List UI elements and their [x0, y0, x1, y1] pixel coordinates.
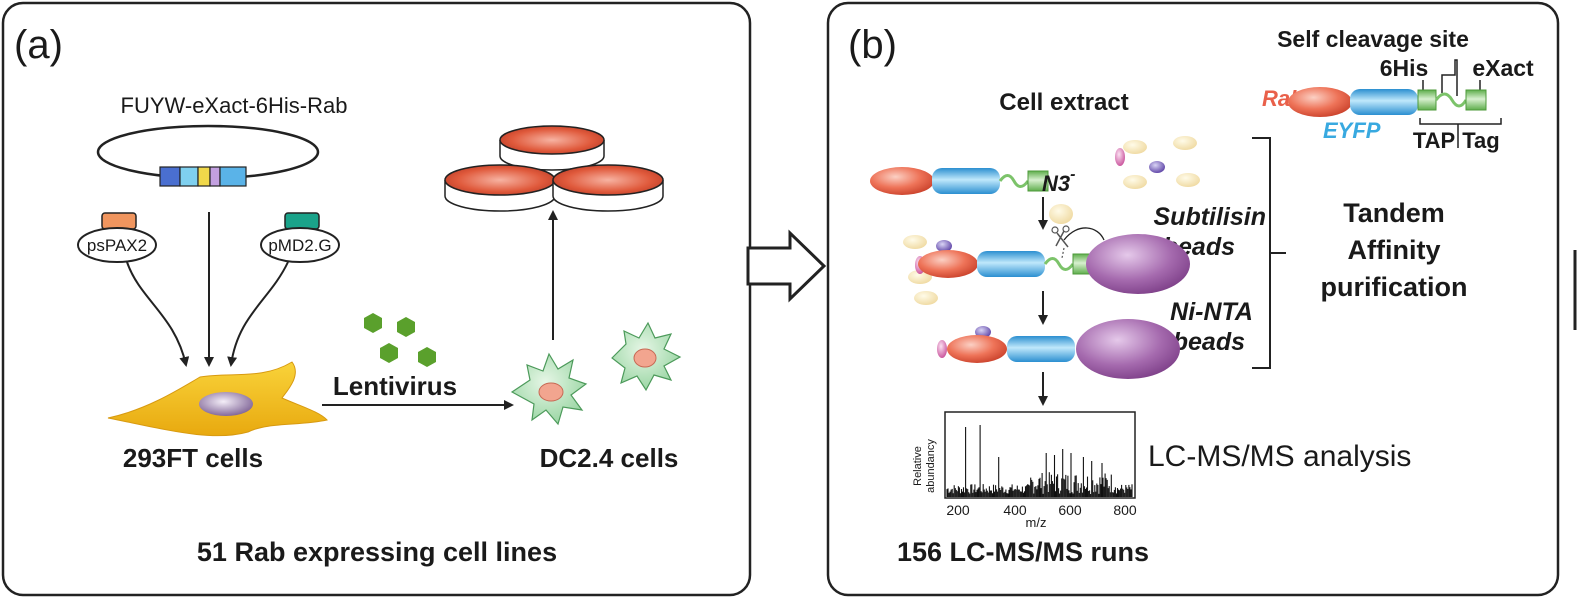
cell-extract-label: Cell extract: [999, 89, 1128, 116]
panel-b-border: [826, 1, 1560, 597]
ms-peaks: [946, 425, 1133, 497]
ninta-label-2: beads: [1173, 328, 1245, 356]
construct-step-1: [870, 167, 1049, 195]
workflow-arrow: [746, 229, 827, 303]
ms-xlabel: m/z: [1026, 515, 1047, 530]
ms-tick-600: 600: [1058, 502, 1082, 518]
exact-label: eXact: [1472, 55, 1534, 81]
ms-tick-800: 800: [1113, 502, 1137, 518]
tap-label-2: Affinity: [1348, 235, 1441, 265]
target-cells-label: DC2.4 cells: [540, 443, 679, 473]
fusion-construct: [1288, 87, 1487, 117]
plasmid-name: FUYW-eXact-6His-Rab: [121, 93, 348, 118]
helper-plasmid-right: pMD2.G: [260, 212, 340, 263]
dc24-cells: [510, 321, 682, 426]
virus-label: Lentivirus: [333, 371, 457, 401]
helper-plasmid-left: psPAX2: [77, 212, 157, 263]
helper-left-label: psPAX2: [87, 236, 147, 255]
tap-label-1: Tandem: [1343, 198, 1445, 228]
eyfp-label: EYFP: [1323, 118, 1381, 143]
ms-tick-200: 200: [946, 502, 970, 518]
panel-b-label: (b): [848, 23, 897, 67]
ms-analysis-label: LC-MS/MS analysis: [1148, 440, 1411, 473]
tag-label: Tag: [1462, 128, 1499, 153]
tap-label-3: purification: [1321, 272, 1468, 302]
ms-tick-400: 400: [1003, 502, 1027, 518]
culture-dishes: [444, 125, 664, 212]
his-label: 6His: [1380, 55, 1429, 81]
interactors-top: [1115, 136, 1200, 189]
virus-particles: [364, 313, 436, 367]
transfection-arrows: [126, 212, 289, 367]
ninta-label-1: Ni-NTA: [1170, 298, 1253, 326]
panel-a-border: [1, 1, 752, 597]
azide-label: N3-: [1042, 166, 1075, 196]
tap-label: TAP: [1413, 128, 1455, 153]
panel-a: (a) FUYW-eXact-6His-Rab psPAX2 pMD2.G: [1, 1, 752, 597]
helper-right-label: pMD2.G: [268, 236, 331, 255]
panel-a-label: (a): [14, 23, 63, 67]
ms-ylabel-2: abundancy: [925, 439, 937, 493]
tap-tag-bracket: [1419, 118, 1502, 148]
construct-step-3: [937, 319, 1180, 379]
producer-cells-label: 293FT cells: [123, 443, 263, 473]
self-cleavage-label: Self cleavage site: [1277, 26, 1469, 52]
construct-step-2: [903, 225, 1190, 305]
plasmid: [96, 124, 320, 187]
panel-a-caption: 51 Rab expressing cell lines: [197, 537, 557, 567]
ms-spectrum: Relative abundancy 200 400 600 800 m/z: [912, 411, 1137, 530]
azide-ion: [1049, 204, 1073, 224]
subtilisin-label-1: Subtilisin: [1154, 203, 1267, 231]
tap-bracket: [1252, 137, 1286, 369]
panel-b-caption: 156 LC-MS/MS runs: [897, 537, 1149, 567]
ms-ylabel-1: Relative: [912, 446, 924, 486]
panel-b: (b) Self cleavage site 6His eXact Rab EY…: [826, 1, 1577, 597]
cell-293ft: [107, 361, 328, 437]
